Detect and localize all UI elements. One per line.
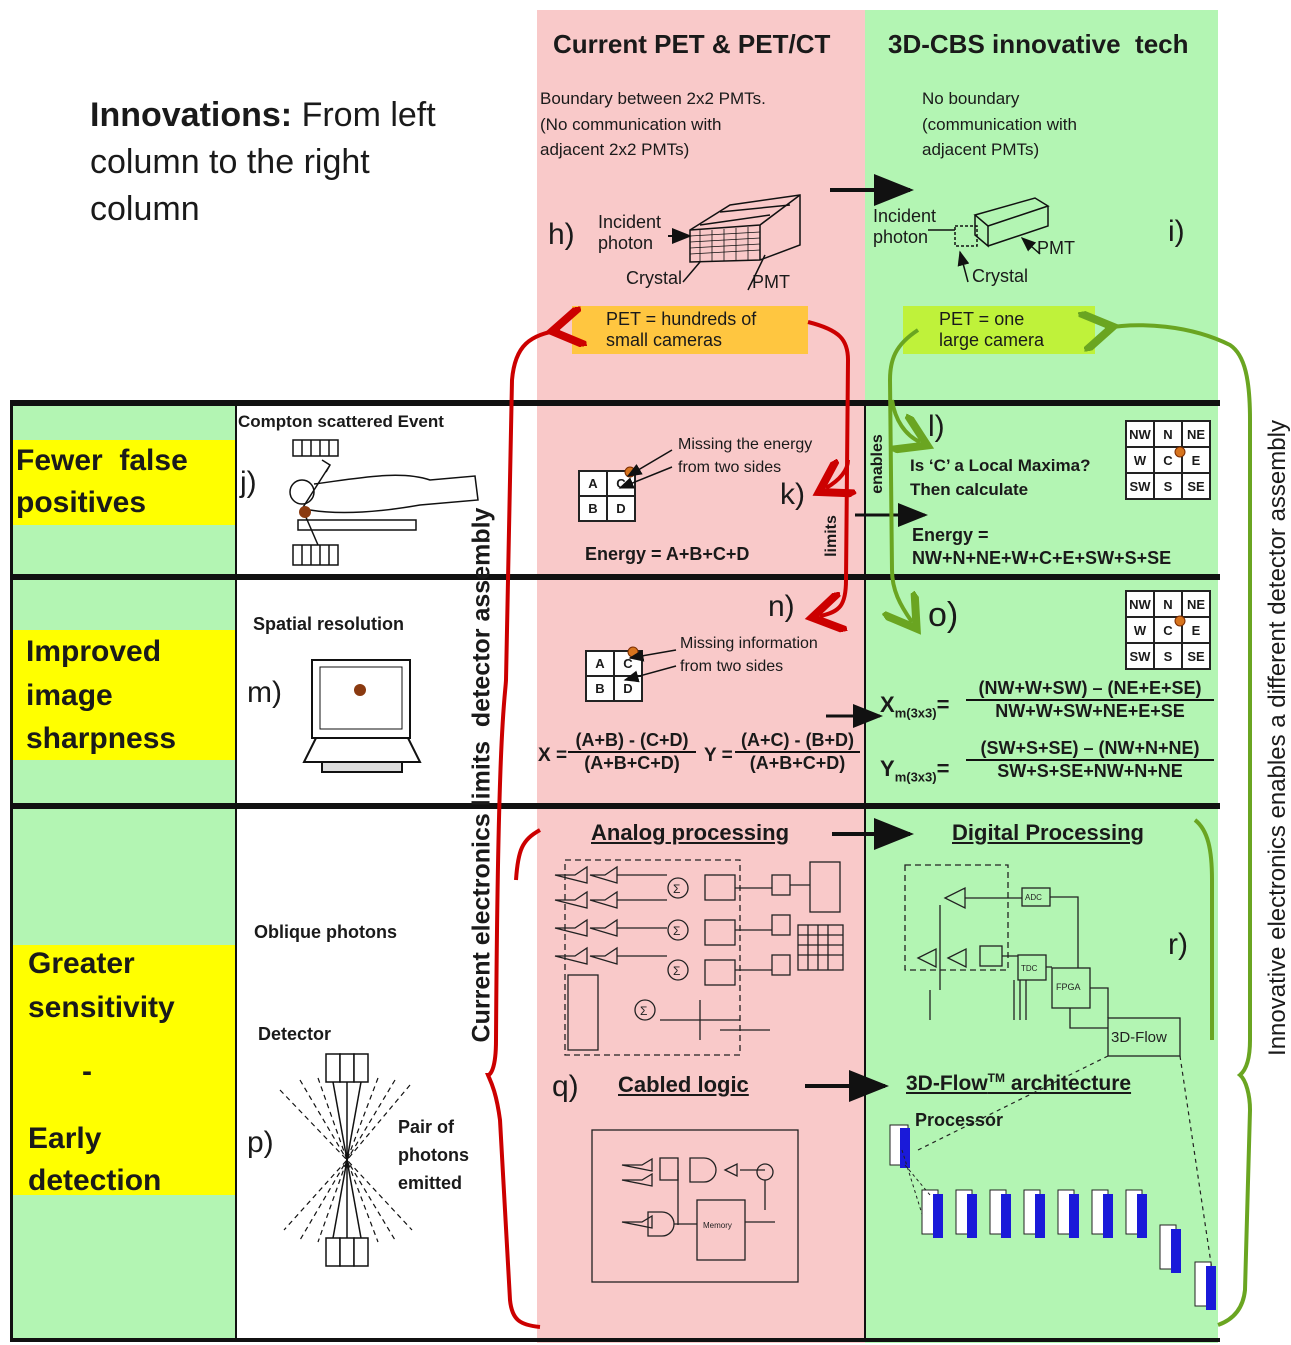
green-bracket [890, 325, 1250, 1325]
patient-figure [290, 440, 478, 565]
fpga-label: FPGA [1056, 982, 1081, 992]
processor-block [1092, 1190, 1113, 1238]
computer-drawing [304, 660, 420, 772]
processor-block [956, 1190, 977, 1238]
sigma-symbols: Σ Σ Σ Σ [640, 882, 680, 1018]
adc-label: ADC [1025, 893, 1042, 902]
processor-block [1126, 1190, 1147, 1238]
pmt-array-drawing [690, 195, 800, 262]
red-bracket [488, 322, 848, 1327]
processor-block [1024, 1190, 1045, 1238]
cabled-logic-drawing [592, 1130, 798, 1282]
analog-circuit-drawing [555, 860, 843, 1055]
flow-box-label: 3D-Flow [1111, 1029, 1167, 1046]
memory-label: Memory [703, 1221, 732, 1230]
sigma-icon: Σ [673, 882, 680, 896]
sigma-icon: Σ [673, 924, 680, 938]
tdc-label: TDC [1021, 964, 1038, 973]
processor-block [922, 1190, 943, 1238]
processor-block [1058, 1190, 1079, 1238]
hit-marker [628, 647, 638, 657]
processor-block [990, 1190, 1011, 1238]
oblique-photons-drawing [280, 1054, 412, 1266]
hit-marker [1175, 616, 1185, 626]
single-pmt-drawing [955, 198, 1048, 246]
sigma-icon: Σ [640, 1004, 647, 1018]
digital-labels: ADC TDC FPGA 3D-Flow [1021, 893, 1167, 1046]
sigma-icon: Σ [673, 964, 680, 978]
processor-block [1195, 1262, 1216, 1310]
processor-block [890, 1125, 910, 1168]
processor-chain [890, 1125, 1216, 1310]
hit-marker [1175, 447, 1185, 457]
processor-block [1160, 1225, 1181, 1273]
